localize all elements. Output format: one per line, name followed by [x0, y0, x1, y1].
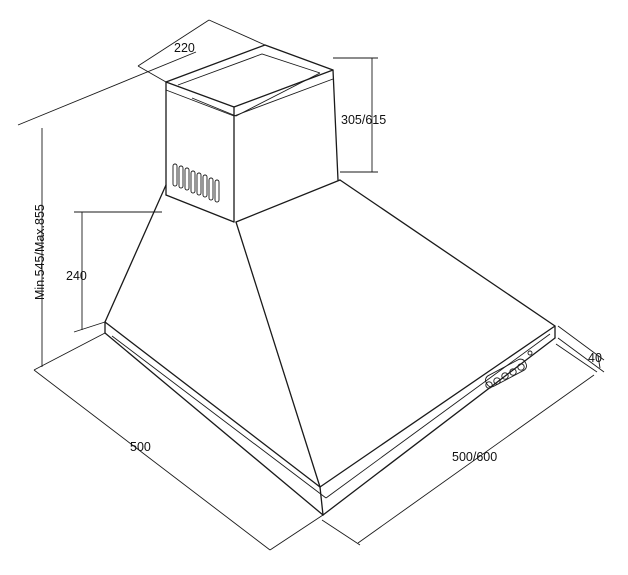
hood-lip-front	[319, 486, 324, 516]
dim-220-ext-right	[208, 19, 266, 46]
vent-slot	[178, 165, 184, 189]
vent-slot	[172, 163, 178, 187]
hood-lip-inner-right	[325, 333, 551, 499]
control-button-1	[485, 381, 493, 389]
dim-500-ext-front	[269, 514, 324, 551]
dim-total-ext-bottom	[33, 332, 106, 371]
dim-40-ext-top	[557, 325, 605, 361]
dim-width-ext-right	[555, 343, 598, 373]
chimney-inner-back	[177, 53, 321, 86]
vent-slot	[196, 172, 202, 196]
hood-left-slope	[104, 184, 167, 323]
dim-40-ext-bottom	[557, 337, 605, 373]
chimney-inner-front	[191, 72, 321, 117]
label-width: 500/600	[452, 450, 497, 464]
chimney-collar-line-right	[233, 78, 334, 117]
chimney	[165, 44, 339, 223]
label-total-height: Min.545/Max.855	[33, 204, 47, 300]
hood-lip-bottom-right	[322, 337, 556, 516]
dim-width-ext-left	[321, 519, 361, 546]
control-button-5	[517, 363, 525, 371]
dim-220-tick	[137, 65, 167, 83]
hood-top-right-edge	[235, 179, 341, 223]
dimension-lines	[17, 19, 605, 551]
hood-front-slope	[235, 221, 321, 488]
hood-top-edges	[104, 179, 556, 488]
label-hood-height: 240	[66, 269, 87, 283]
dim-width-line	[357, 374, 595, 544]
indicator-light	[527, 350, 533, 356]
hood-lip-bottom-left	[104, 332, 324, 516]
dim-220-ext-left	[137, 19, 210, 67]
vent-slot	[202, 174, 208, 198]
chimney-right-edge	[332, 69, 339, 181]
label-chimney-width: 220	[174, 41, 195, 55]
dimension-labels: 220 305/615 Min.545/Max.855 240 500 500/…	[33, 41, 602, 464]
dim-40-line	[597, 355, 601, 369]
control-panel	[485, 350, 533, 389]
vent-slots	[172, 163, 220, 203]
hood-lip-inner-left	[111, 335, 327, 499]
dim-240-ext-bottom	[73, 321, 106, 333]
vent-slot	[184, 167, 190, 191]
chimney-bottom-edge	[165, 194, 235, 223]
label-depth: 500	[130, 440, 151, 454]
vent-slot	[190, 170, 196, 194]
hood-body	[104, 179, 556, 516]
dim-total-ext-top	[17, 51, 197, 126]
control-button-4	[509, 368, 517, 376]
vent-slot	[208, 177, 214, 201]
label-chimney-height: 305/615	[341, 113, 386, 127]
vent-slot	[214, 179, 220, 203]
dim-500-line	[33, 369, 271, 551]
label-front-lip: 40	[588, 351, 602, 365]
control-button-3	[501, 372, 509, 380]
chimney-collar-line	[165, 89, 235, 117]
control-button-2	[493, 377, 501, 385]
